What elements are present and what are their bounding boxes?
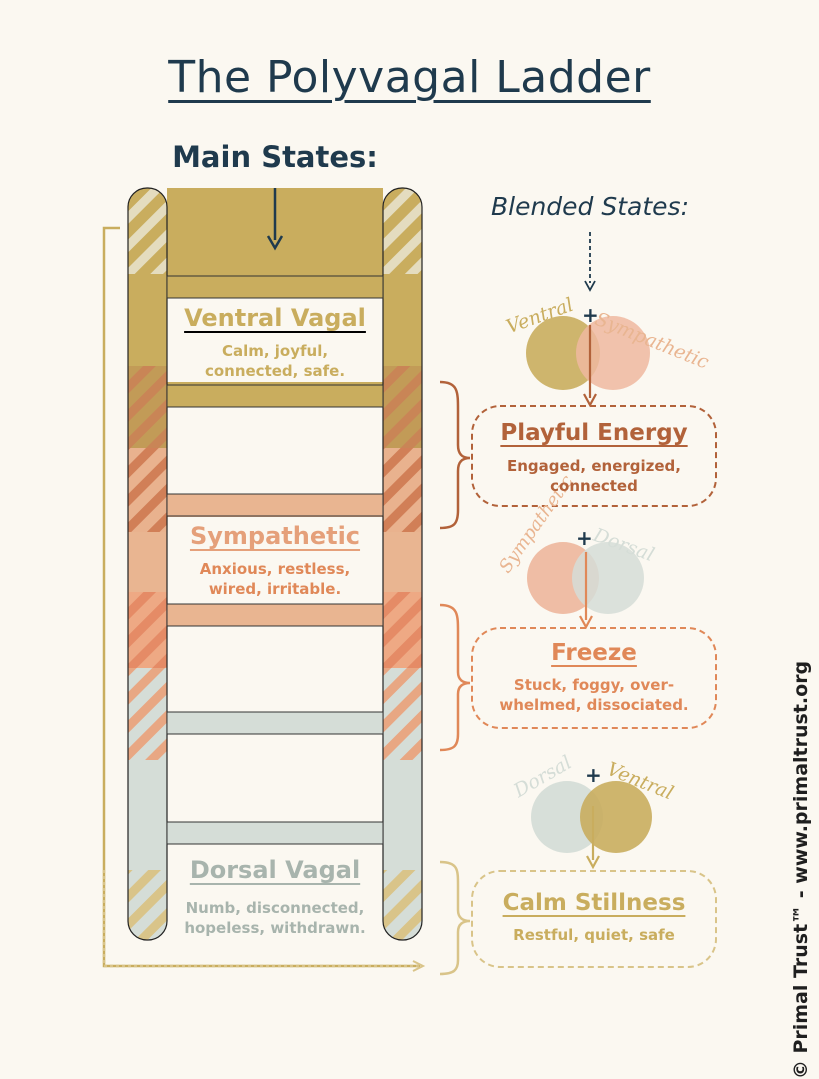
blended-states-label: Blended States:	[490, 192, 689, 221]
ventral-circle-2	[580, 781, 652, 853]
calm-brace	[439, 860, 471, 976]
playful-energy-title: Playful Energy	[500, 420, 688, 446]
rung-3	[166, 493, 384, 517]
rung-4	[166, 603, 384, 627]
sympathetic-circle	[576, 316, 650, 390]
calm-stillness-desc: Restful, quiet, safe	[513, 926, 675, 944]
dorsal-circle	[572, 542, 644, 614]
rung-1	[166, 275, 384, 299]
freeze-brace	[439, 603, 471, 752]
venn1-plus: +	[582, 303, 599, 327]
ladder-diagram	[102, 187, 717, 976]
ladder-right-rail	[383, 188, 422, 940]
sympathetic-title: Sympathetic	[189, 522, 361, 550]
playful-energy-desc: Engaged, energized, connected	[507, 457, 681, 495]
rung-2	[166, 384, 384, 408]
copyright-text: © Primal Trust™ - www.primaltrust.org	[790, 660, 812, 1079]
freeze-desc: Stuck, foggy, over- whelmed, dissociated…	[499, 676, 689, 714]
ladder-left-rail	[128, 188, 167, 940]
main-states-label: Main States:	[172, 140, 378, 174]
ventral-label-plate	[167, 298, 383, 382]
sympathetic-desc: Anxious, restless, wired, irritable.	[199, 560, 351, 598]
ventral-vagal-title: Ventral Vagal	[184, 304, 366, 332]
calm-stillness-title: Calm Stillness	[502, 890, 686, 916]
dorsal-vagal-desc: Numb, disconnected, hopeless, withdrawn.	[184, 899, 366, 937]
page-title: The Polyvagal Ladder	[168, 52, 651, 103]
rung-5	[166, 711, 384, 735]
rung-6	[166, 821, 384, 845]
freeze-box	[471, 627, 717, 729]
playful-brace	[439, 380, 471, 530]
venn3-plus: +	[585, 763, 602, 787]
venn2-plus: +	[576, 526, 593, 550]
freeze-title: Freeze	[551, 640, 637, 666]
playful-box	[471, 405, 717, 507]
ventral-vagal-desc: Calm, joyful, connected, safe.	[204, 342, 346, 380]
dorsal-label-plate	[167, 845, 383, 940]
dorsal-vagal-title: Dorsal Vagal	[189, 856, 361, 884]
calm-box	[471, 870, 717, 968]
sympathetic-label-plate	[167, 517, 383, 605]
